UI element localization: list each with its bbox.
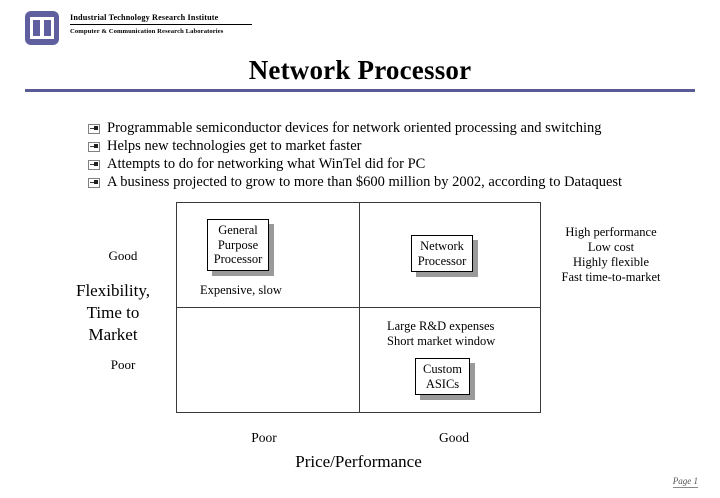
benefit-line: Low cost (587, 240, 635, 254)
benefit-line: Fast time-to-market (561, 270, 661, 284)
note-bullet-icon (88, 142, 100, 152)
slide-header: Industrial Technology Research Institute… (0, 0, 720, 55)
y-axis-title-line: Time to (86, 303, 140, 322)
logo-mid-stem (40, 17, 44, 39)
itri-logo-icon (25, 11, 59, 45)
y-axis-title-line: Market (88, 325, 138, 344)
y-axis-title-line: Flexibility, (76, 281, 150, 300)
page-title: Network Processor (248, 55, 472, 85)
note-custom-asics: Large R&D expenses Short market window (387, 319, 495, 348)
benefits-annotation: High performance Low cost Highly flexibl… (546, 225, 676, 285)
bullet-text: Helps new technologies get to market fas… (107, 138, 362, 154)
note-general-purpose-processor: Expensive, slow (200, 283, 282, 297)
list-item: A business projected to grow to more tha… (88, 174, 688, 192)
node-general-purpose-processor: General Purpose Processor (207, 219, 269, 271)
org-name-divider (70, 24, 252, 25)
note-line: Large R&D expenses (387, 319, 495, 333)
node-network-processor: Network Processor (411, 235, 473, 272)
y-axis-tick-poor: Poor (110, 357, 136, 372)
bullet-text: Programmable semiconductor devices for n… (107, 120, 602, 136)
quadrant-matrix: General Purpose Processor Expensive, slo… (176, 202, 541, 413)
y-axis-tick-good: Good (108, 248, 138, 263)
benefit-line: High performance (565, 225, 657, 239)
benefit-line: Highly flexible (572, 255, 650, 269)
x-axis-tick-poor: Poor (251, 430, 277, 445)
node-line: ASICs (425, 376, 460, 391)
node-line: General (218, 223, 258, 237)
node-line: Processor (213, 252, 263, 266)
node-line: Processor (417, 253, 467, 268)
org-institute-name: Industrial Technology Research Institute (70, 13, 219, 22)
title-divider (25, 89, 695, 92)
y-axis-title: Flexibility, Time to Market (58, 280, 168, 346)
list-item: Programmable semiconductor devices for n… (88, 120, 688, 138)
page-number: Page 1 (672, 476, 698, 488)
logo-mid-bottom (37, 36, 47, 39)
note-line: Short market window (387, 333, 496, 348)
list-item: Helps new technologies get to market fas… (88, 138, 688, 156)
note-bullet-icon (88, 124, 100, 134)
node-line: Custom (423, 362, 462, 376)
matrix-horizontal-divider (177, 307, 540, 308)
x-axis-title: Price/Performance (295, 452, 422, 471)
node-line: Purpose (217, 237, 259, 252)
bullet-list: Programmable semiconductor devices for n… (88, 120, 688, 192)
note-bullet-icon (88, 160, 100, 170)
list-item: Attempts to do for networking what WinTe… (88, 156, 688, 174)
x-axis-tick-good: Good (439, 430, 469, 445)
bullet-text: A business projected to grow to more tha… (107, 174, 623, 190)
logo-left-bracket (30, 17, 39, 39)
node-line: Network (420, 239, 464, 253)
node-custom-asics: Custom ASICs (415, 358, 470, 395)
organization-names: Industrial Technology Research Institute… (70, 12, 330, 37)
logo-right-bracket (45, 17, 54, 39)
note-bullet-icon (88, 178, 100, 188)
bullet-text: Attempts to do for networking what WinTe… (107, 156, 426, 172)
org-lab-name: Computer & Communication Research Labora… (70, 28, 224, 35)
